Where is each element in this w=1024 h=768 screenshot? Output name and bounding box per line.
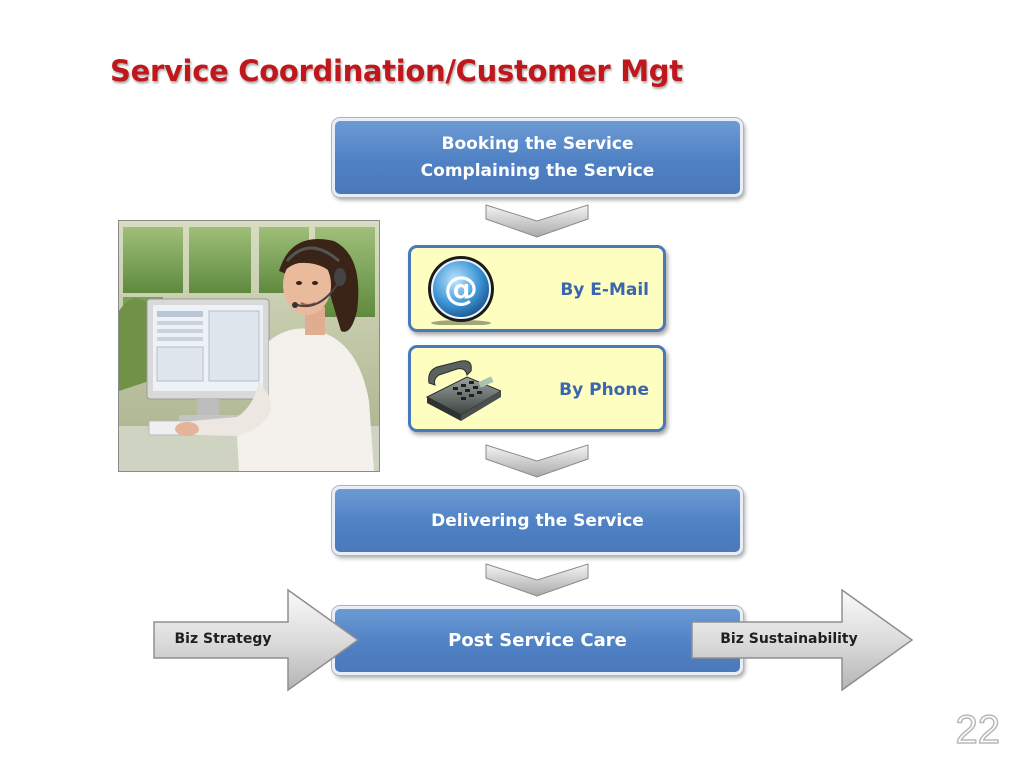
phone-channel-box: By Phone: [408, 345, 666, 432]
delivering-label: Delivering the Service: [431, 510, 644, 531]
post-service-care-box: Post Service Care: [332, 606, 743, 675]
slide-title: Service Coordination/Customer Mgt: [110, 54, 683, 88]
biz-sustainability-arrow-icon: [691, 588, 914, 692]
svg-text:@: @: [444, 269, 478, 309]
page-number: 22: [955, 707, 1001, 753]
complaining-label: Complaining the Service: [420, 160, 655, 181]
booking-complaining-box: Booking the Service Complaining the Serv…: [332, 118, 743, 197]
biz-sustainability-label: Biz Sustainability: [720, 631, 858, 647]
email-label: By E-Mail: [560, 280, 649, 300]
biz-strategy-label: Biz Strategy: [174, 631, 272, 647]
email-channel-box: @ By E-Mail: [408, 245, 666, 332]
down-chevron-icon: [485, 563, 589, 597]
down-chevron-icon: [485, 204, 589, 238]
post-service-label: Post Service Care: [448, 630, 627, 651]
at-sign-icon: @: [428, 256, 494, 325]
biz-strategy-arrow-icon: [153, 588, 360, 692]
phone-label: By Phone: [559, 380, 649, 400]
delivering-service-box: Delivering the Service: [332, 486, 743, 555]
down-chevron-icon: [485, 444, 589, 478]
booking-label: Booking the Service: [441, 133, 634, 154]
telephone-icon: [425, 360, 501, 421]
call-center-agent-photo: [118, 220, 380, 472]
